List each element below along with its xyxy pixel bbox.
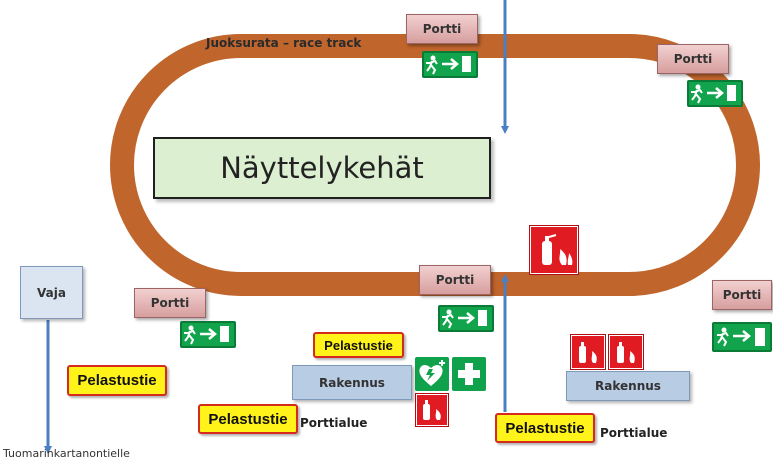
fire-extinguisher-icon (423, 400, 441, 420)
defibrillator-sign (415, 357, 449, 391)
rescue-road-label: Pelastustie (77, 372, 157, 389)
running-man-exit-icon (442, 309, 487, 329)
gate-area-label: Porttialue (600, 426, 668, 440)
exit-sign-right (712, 322, 772, 352)
show-ring-label: Näyttelykehät (220, 151, 424, 185)
rescue-road-label: Pelastustie (505, 419, 585, 437)
gate-label: Portti (673, 52, 713, 66)
fire-extinguisher-icon (579, 342, 597, 363)
fire-extinguisher-sign-large (530, 226, 578, 274)
race-track-label: Juoksurata – race track (206, 36, 362, 50)
shed: Vaja (20, 266, 83, 319)
building: Rakennus (566, 371, 690, 401)
building-label: Rakennus (319, 375, 385, 390)
first-aid-sign (452, 357, 486, 391)
exit-sign-top (422, 51, 478, 78)
show-ring-area: Näyttelykehät (153, 137, 491, 199)
fire-extinguisher-sign (609, 335, 643, 369)
first-aid-cross-icon (458, 363, 480, 385)
running-man-exit-icon (691, 84, 736, 104)
rescue-road-label: Pelastustie (324, 337, 393, 353)
rescue-road-label: Pelastustie (208, 410, 288, 428)
defibrillator-icon (419, 360, 445, 386)
gate-right: Portti (712, 280, 772, 310)
fire-extinguisher-sign (416, 394, 448, 426)
running-man-exit-icon (717, 327, 765, 347)
building-label: Rakennus (595, 379, 661, 393)
running-man-exit-icon (184, 325, 229, 345)
gate-top-right: Portti (657, 44, 729, 74)
gate-label: Portti (722, 288, 762, 302)
rescue-road-sign: Pelastustie (198, 404, 298, 434)
running-man-exit-icon (426, 55, 471, 75)
fire-extinguisher-icon (542, 234, 573, 265)
destination-label: Tuomarinkartanontielle (3, 447, 130, 460)
gate-label: Portti (435, 273, 475, 287)
gate-label: Portti (150, 296, 190, 310)
exit-sign-top-right (687, 80, 743, 107)
shed-label: Vaja (37, 285, 66, 300)
exit-sign-bottom-left (180, 321, 236, 348)
rescue-road-sign: Pelastustie (313, 332, 404, 358)
gate-bottom-left: Portti (134, 288, 206, 318)
fire-extinguisher-sign (571, 335, 605, 369)
gate-bottom-center: Portti (419, 265, 491, 295)
gate-top: Portti (406, 14, 478, 44)
gate-label: Portti (422, 22, 462, 36)
fire-extinguisher-icon (617, 342, 635, 363)
building: Rakennus (292, 365, 412, 400)
exit-sign-bottom-center (438, 305, 494, 332)
gate-area-label: Porttialue (300, 416, 368, 430)
rescue-road-sign: Pelastustie (495, 413, 595, 443)
rescue-road-sign: Pelastustie (67, 365, 167, 396)
